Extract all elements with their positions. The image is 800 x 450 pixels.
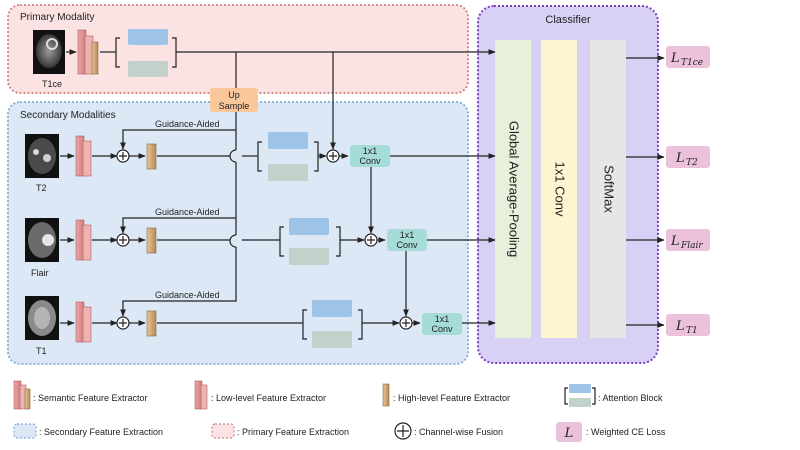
- svg-text:: Semantic Feature Extractor: : Semantic Feature Extractor: [33, 393, 148, 403]
- svg-text:L: L: [564, 426, 574, 441]
- primary-region-label: Primary Modality: [20, 12, 94, 23]
- primary-region: [7, 4, 469, 94]
- legend-highlevel: : High-level Feature Extractor: [382, 383, 510, 407]
- svg-text:T2: T2: [686, 158, 698, 168]
- svg-text:Sample: Sample: [219, 101, 250, 111]
- legend-semantic: : Semantic Feature Extractor: [13, 380, 148, 410]
- loss-t1: L T1: [666, 314, 710, 336]
- classifier-region-label: Classifier: [545, 14, 591, 26]
- lowlevel-extractor-t2: [75, 135, 92, 177]
- guidance-label-flair: Guidance-Aided: [155, 207, 220, 217]
- lowlevel-extractor-flair: [75, 219, 92, 261]
- conv-box-flair: 1x1 Conv: [387, 229, 427, 251]
- mri-flair-image: [25, 218, 59, 262]
- highlevel-extractor-flair: [146, 227, 157, 254]
- svg-text:: Weighted CE Loss: : Weighted CE Loss: [586, 427, 666, 437]
- mri-t2-image: [25, 134, 59, 178]
- svg-text:: Secondary Feature Extraction: : Secondary Feature Extraction: [39, 427, 163, 437]
- legend-fusion: : Channel-wise Fusion: [394, 422, 503, 440]
- svg-text:1x1: 1x1: [363, 146, 378, 156]
- guidance-label-t2: Guidance-Aided: [155, 119, 220, 129]
- secondary-region-label: Secondary Modalities: [20, 110, 116, 121]
- legend-loss: L : Weighted CE Loss: [556, 422, 666, 442]
- fusion-node-flair-b: [364, 233, 378, 247]
- legend-primary: : Primary Feature Extraction: [211, 423, 349, 439]
- attention-block-t1ce: [115, 29, 177, 77]
- svg-text:: Primary Feature Extraction: : Primary Feature Extraction: [237, 427, 349, 437]
- softmax-column: [590, 40, 626, 338]
- gap-label: Global Average-Pooling: [507, 121, 522, 257]
- attention-block-t1: [302, 300, 363, 348]
- modality-label-flair: Flair: [31, 268, 49, 278]
- svg-text:Conv: Conv: [431, 324, 453, 334]
- modality-label-t2: T2: [36, 183, 47, 193]
- svg-text:: High-level Feature Extractor: : High-level Feature Extractor: [393, 393, 510, 403]
- softmax-label: SoftMax: [602, 165, 617, 213]
- fusion-node-flair-a: [116, 233, 130, 247]
- loss-flair: L Flair: [666, 229, 710, 251]
- legend-secondary: : Secondary Feature Extraction: [13, 423, 163, 439]
- mri-t1ce-image: [33, 30, 65, 74]
- svg-text:L: L: [675, 151, 685, 166]
- semantic-extractor-t1ce: [77, 29, 99, 75]
- conv-column: [541, 40, 577, 338]
- svg-text:L: L: [675, 319, 685, 334]
- lowlevel-extractor-t1: [75, 301, 92, 343]
- legend-lowlevel: : Low-level Feature Extractor: [194, 380, 326, 410]
- svg-text:1x1: 1x1: [435, 314, 450, 324]
- svg-text:L: L: [670, 51, 680, 66]
- conv-column-label: 1x1 Conv: [553, 162, 568, 217]
- svg-text:: Channel-wise Fusion: : Channel-wise Fusion: [414, 427, 503, 437]
- attention-block-t2: [257, 132, 319, 181]
- fusion-node-t2a: [116, 149, 130, 163]
- svg-text:: Attention Block: : Attention Block: [598, 393, 663, 403]
- gap-column: [495, 40, 531, 338]
- svg-text:Flair: Flair: [680, 241, 703, 251]
- svg-text:Up: Up: [228, 90, 240, 100]
- fusion-node-t1-a: [116, 316, 130, 330]
- modality-label-t1: T1: [36, 346, 47, 356]
- fusion-node-t1-b: [399, 316, 413, 330]
- svg-text:: Low-level Feature Extractor: : Low-level Feature Extractor: [211, 393, 326, 403]
- fusion-node-t2b: [326, 149, 340, 163]
- conv-box-t1: 1x1 Conv: [422, 313, 462, 335]
- attention-block-flair: [279, 218, 341, 265]
- modality-label-t1ce: T1ce: [42, 79, 62, 89]
- svg-text:T1: T1: [686, 326, 698, 336]
- svg-text:L: L: [670, 234, 680, 249]
- highlevel-extractor-t2: [146, 143, 157, 170]
- upsample-box: Up Sample: [210, 88, 258, 112]
- svg-text:T1ce: T1ce: [681, 58, 703, 68]
- svg-text:1x1: 1x1: [400, 230, 415, 240]
- loss-t2: L T2: [666, 146, 710, 168]
- highlevel-extractor-t1: [146, 310, 157, 337]
- guidance-label-t1: Guidance-Aided: [155, 290, 220, 300]
- conv-box-t2: 1x1 Conv: [350, 145, 390, 167]
- legend-attention: : Attention Block: [564, 384, 663, 407]
- loss-t1ce: L T1ce: [666, 46, 710, 68]
- mri-t1-image: [25, 296, 59, 340]
- svg-text:Conv: Conv: [396, 240, 418, 250]
- svg-text:Conv: Conv: [359, 156, 381, 166]
